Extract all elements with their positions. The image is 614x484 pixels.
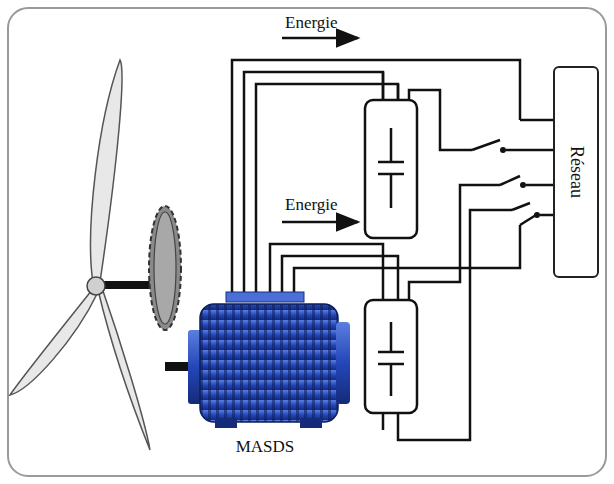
energy-label: Energie (285, 196, 338, 215)
grid-box: Réseau (553, 66, 599, 278)
gearbox (149, 206, 190, 371)
wind-turbine (10, 60, 165, 450)
converter-1 (365, 100, 417, 238)
energy-label: Energie (285, 14, 338, 33)
energy-arrow (282, 37, 358, 40)
energy-arrow (282, 221, 358, 224)
machine-label: MASDS (236, 438, 295, 457)
grid-label: Réseau (566, 146, 587, 198)
switch-contacts (500, 147, 540, 218)
converter-2 (365, 300, 417, 413)
induction-machine (188, 292, 350, 428)
frame (8, 8, 606, 476)
